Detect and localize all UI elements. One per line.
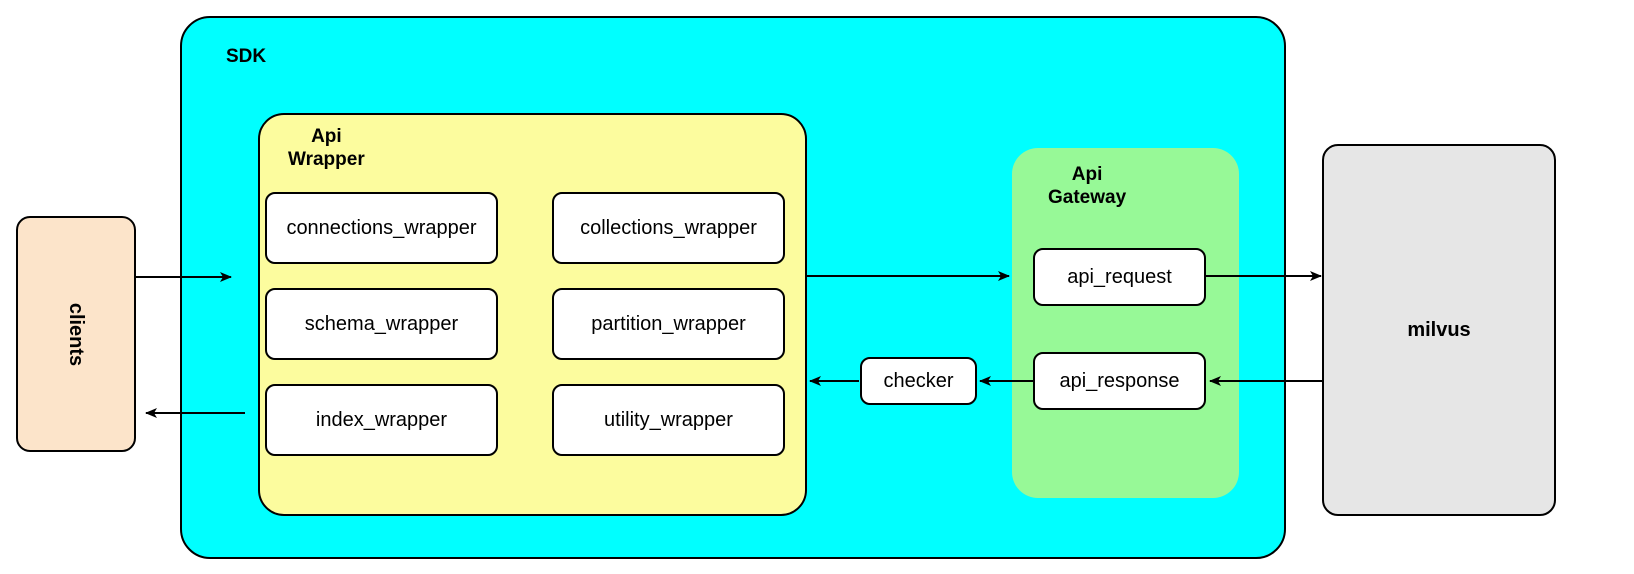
api-request-node[interactable]: api_request [1033, 248, 1206, 306]
sdk-label: SDK [226, 46, 267, 67]
utility-wrapper-label: utility_wrapper [604, 408, 733, 431]
utility-wrapper-node[interactable]: utility_wrapper [552, 384, 785, 456]
api-gateway-container[interactable]: Api Gateway [1012, 148, 1239, 498]
milvus-label: milvus [1407, 318, 1471, 341]
schema-wrapper-node[interactable]: schema_wrapper [265, 288, 498, 360]
collections-wrapper-label: collections_wrapper [580, 216, 757, 239]
api-response-node[interactable]: api_response [1033, 352, 1206, 410]
api-request-label: api_request [1067, 265, 1172, 288]
api-wrapper-label: Api Wrapper [288, 126, 365, 171]
clients-label: clients [65, 302, 88, 366]
api-response-label: api_response [1059, 369, 1180, 392]
collections-wrapper-node[interactable]: collections_wrapper [552, 192, 785, 264]
checker-label: checker [883, 369, 954, 392]
checker-node[interactable]: checker [860, 357, 977, 405]
clients-node[interactable]: clients [16, 216, 136, 452]
connections-wrapper-node[interactable]: connections_wrapper [265, 192, 498, 264]
api-gateway-label: Api Gateway [1048, 164, 1127, 209]
partition-wrapper-label: partition_wrapper [591, 312, 746, 335]
schema-wrapper-label: schema_wrapper [304, 312, 459, 335]
connections-wrapper-label: connections_wrapper [286, 216, 477, 239]
milvus-node[interactable]: milvus [1322, 144, 1556, 516]
partition-wrapper-node[interactable]: partition_wrapper [552, 288, 785, 360]
index-wrapper-label: index_wrapper [315, 408, 448, 431]
index-wrapper-node[interactable]: index_wrapper [265, 384, 498, 456]
